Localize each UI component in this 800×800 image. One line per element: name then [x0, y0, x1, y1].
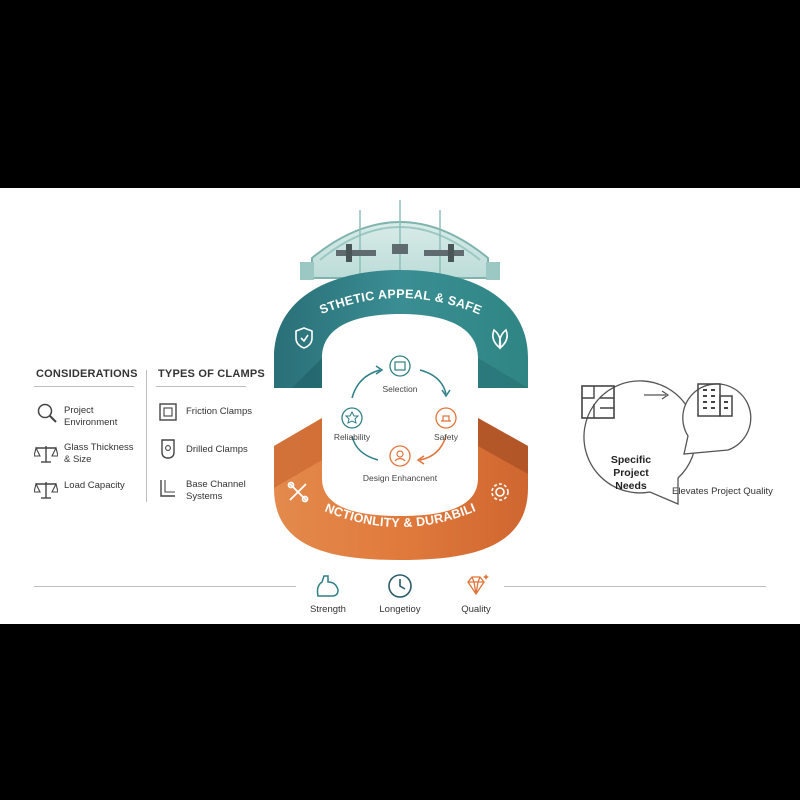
infographic-canvas: AESTHETIC APPEAL & SAFETY FUNCTIONLITY &…	[0, 188, 800, 624]
clamp-types-heading: TYPES OF CLAMPS	[158, 368, 265, 380]
considerations-divider	[34, 386, 134, 387]
cycle-node-design: Design Enhancnent	[362, 473, 438, 483]
magnifier-icon	[37, 403, 57, 423]
scale-icon	[34, 482, 58, 499]
consideration-load-capacity: Load Capacity	[64, 480, 125, 491]
leaf-icon	[492, 328, 508, 350]
channel-icon	[160, 480, 175, 497]
cycle-arrows	[351, 365, 451, 465]
bottom-divider-right	[504, 586, 766, 587]
building-icon	[697, 383, 733, 417]
arrow-right-icon	[644, 390, 670, 400]
teal-band	[274, 270, 528, 388]
clock-icon	[388, 574, 412, 598]
bottom-divider-left	[34, 586, 296, 587]
square-clamp-icon	[159, 403, 177, 421]
gear-icon	[491, 483, 509, 501]
considerations-heading: CONSIDERATIONS	[36, 368, 138, 380]
safety-icon	[435, 407, 457, 429]
shield-icon	[295, 327, 313, 349]
cycle-node-reliability: Reliability	[333, 432, 371, 442]
floor-plan-icon	[581, 385, 615, 419]
scale-icon	[34, 446, 58, 463]
cycle-node-selection: Selection	[382, 384, 418, 394]
drilled-clamp-icon	[161, 439, 175, 459]
glass-dome	[300, 200, 500, 280]
cycle-node-safety: Safety	[433, 432, 459, 442]
reliability-icon	[341, 407, 363, 429]
design-icon	[389, 445, 411, 467]
consideration-project-environment: Project Environment	[64, 405, 118, 428]
project-needs-graphic	[583, 380, 752, 505]
flexed-arm-icon	[316, 575, 339, 597]
benefit-longevity: Longetioy	[379, 604, 421, 615]
benefit-strength: Strength	[310, 604, 346, 615]
clamp-friction: Friction Clamps	[186, 406, 252, 417]
diamond-icon	[467, 574, 489, 596]
tools-icon	[287, 481, 309, 503]
left-column-divider	[146, 370, 147, 502]
clamp-base-channel: Base Channel Systems	[186, 479, 246, 502]
benefit-quality: Quality	[461, 604, 491, 615]
clamp-drilled: Drilled Clamps	[186, 444, 248, 455]
consideration-glass-thickness: Glass Thickness & Size	[64, 442, 134, 465]
selection-icon	[389, 355, 411, 377]
clamp-types-divider	[156, 386, 246, 387]
project-quality-label: Elevates Project Quality	[672, 486, 773, 497]
central-figure: AESTHETIC APPEAL & SAFETY FUNCTIONLITY &…	[0, 188, 528, 560]
orange-band	[274, 418, 528, 560]
project-needs-label: Specific Project Needs	[610, 454, 652, 492]
